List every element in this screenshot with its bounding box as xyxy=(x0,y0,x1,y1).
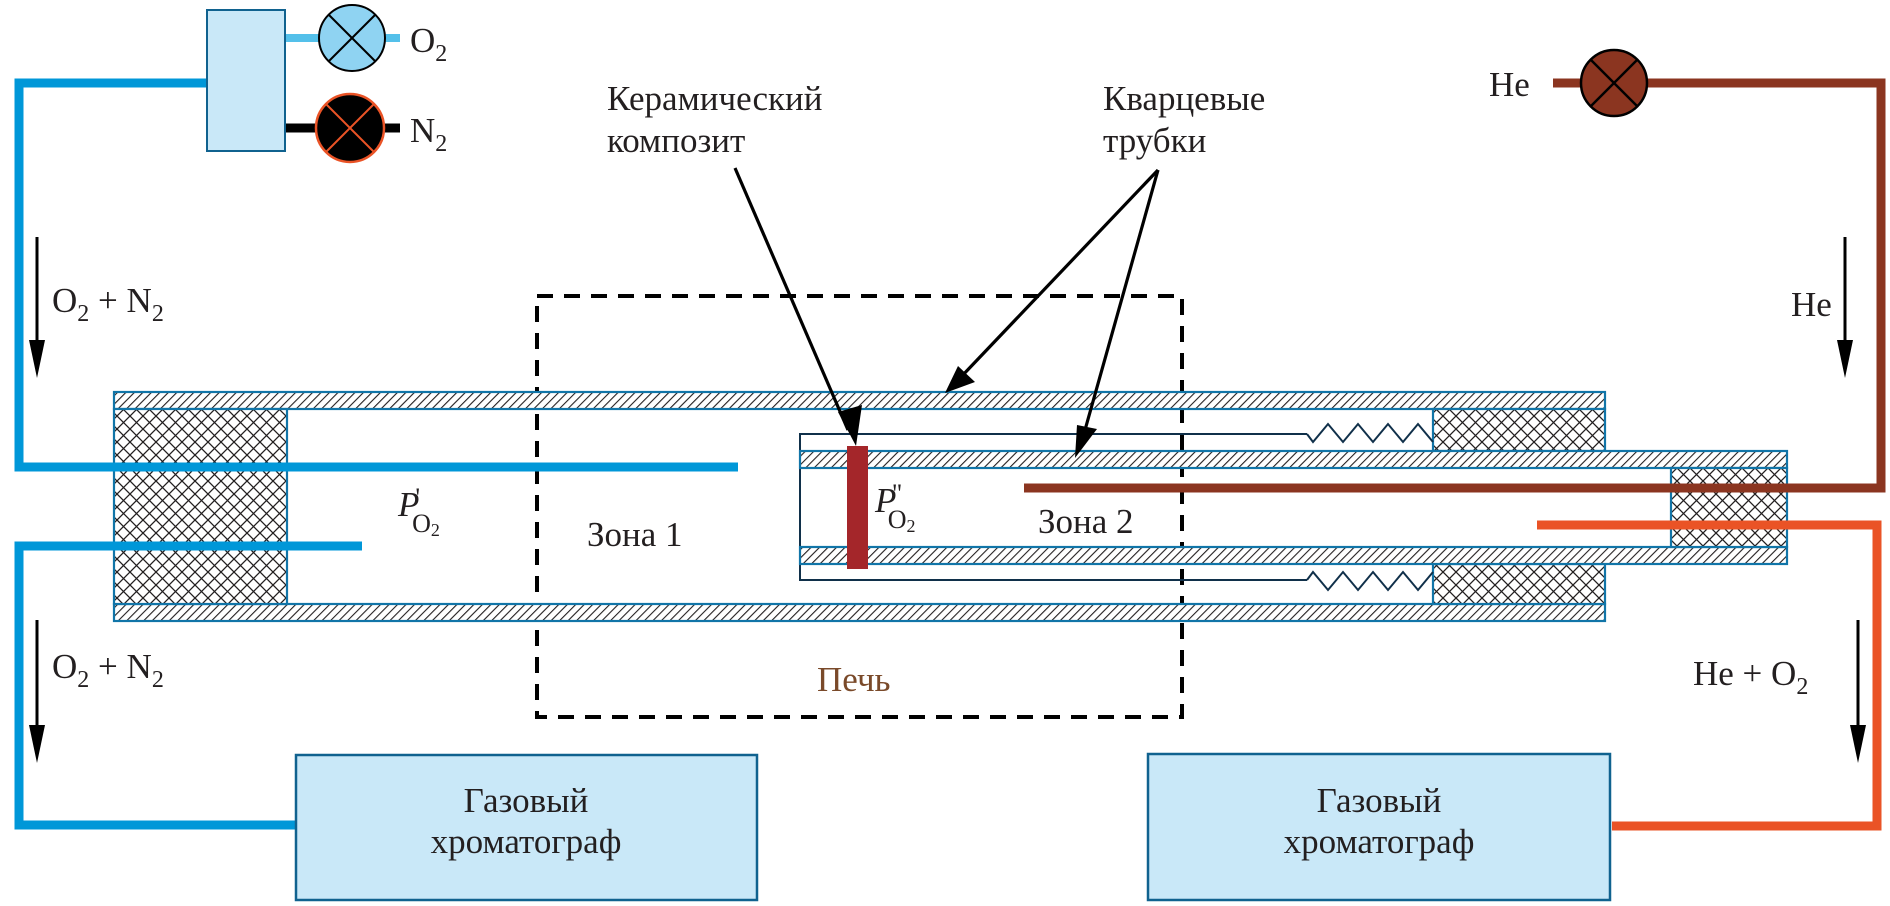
outer-quartz-tube xyxy=(112,390,1607,623)
inner-tube-end-plug xyxy=(1669,466,1789,549)
quartz-tubes-label-line2: трубки xyxy=(1103,121,1206,160)
right-lower-seal-plug xyxy=(1431,562,1607,606)
o2-source-label: O2 xyxy=(410,21,447,67)
partial-pressure-zone1-label: P'O2 xyxy=(397,483,440,540)
o2-valve-icon xyxy=(318,4,386,72)
gas-mixer-block xyxy=(206,9,286,152)
pointer-arrow-quartz-inner xyxy=(1075,169,1160,458)
furnace-boundary xyxy=(535,294,1184,719)
pointer-arrow-ceramic xyxy=(733,167,862,446)
ceramic-composite-label-line1: Керамический xyxy=(607,79,822,118)
flow-label-left-inlet: O2 + N2 xyxy=(52,281,164,327)
zone-1-label: Зона 1 xyxy=(587,515,683,554)
he-valve-icon xyxy=(1579,48,1649,118)
n2-source-label: N2 xyxy=(410,111,447,157)
flow-arrow-down-icon xyxy=(29,237,45,378)
gc-left-label-line2: хроматограф xyxy=(431,822,622,861)
inner-holder-frame xyxy=(799,433,1307,581)
flow-label-left-outlet: O2 + N2 xyxy=(52,647,164,693)
gc-right-label-line2: хроматограф xyxy=(1284,822,1475,861)
he-source-label: He xyxy=(1489,65,1530,104)
right-upper-seal-plug xyxy=(1431,407,1607,453)
ceramic-composite-label-line2: композит xyxy=(607,121,745,160)
zone-2-label: Зона 2 xyxy=(1038,502,1134,541)
flow-label-he-inlet: He xyxy=(1791,285,1832,324)
gas-chromatograph-right: Газовый хроматограф xyxy=(1146,752,1612,902)
quartz-tubes-label-line1: Кварцевые xyxy=(1103,79,1265,118)
inner-quartz-tube xyxy=(798,449,1789,566)
flow-label-he-o2-outlet: He + O2 xyxy=(1693,654,1808,700)
pointer-arrow-quartz-outer xyxy=(945,168,1160,393)
gc-left-label-line1: Газовый xyxy=(464,781,589,820)
left-seal-plug xyxy=(112,407,289,606)
furnace-label: Печь xyxy=(817,660,891,699)
flow-arrow-down-icon xyxy=(1837,237,1853,378)
gc-right-label-line1: Газовый xyxy=(1317,781,1442,820)
gas-chromatograph-left: Газовый хроматограф xyxy=(294,753,759,902)
flow-arrow-down-icon xyxy=(1850,620,1866,763)
spring-icon xyxy=(1306,422,1434,592)
partial-pressure-zone2-label: P''O2 xyxy=(874,479,916,536)
n2-valve-icon xyxy=(314,92,386,164)
flow-arrow-down-icon xyxy=(29,620,45,763)
ceramic-composite-membrane xyxy=(847,446,868,569)
